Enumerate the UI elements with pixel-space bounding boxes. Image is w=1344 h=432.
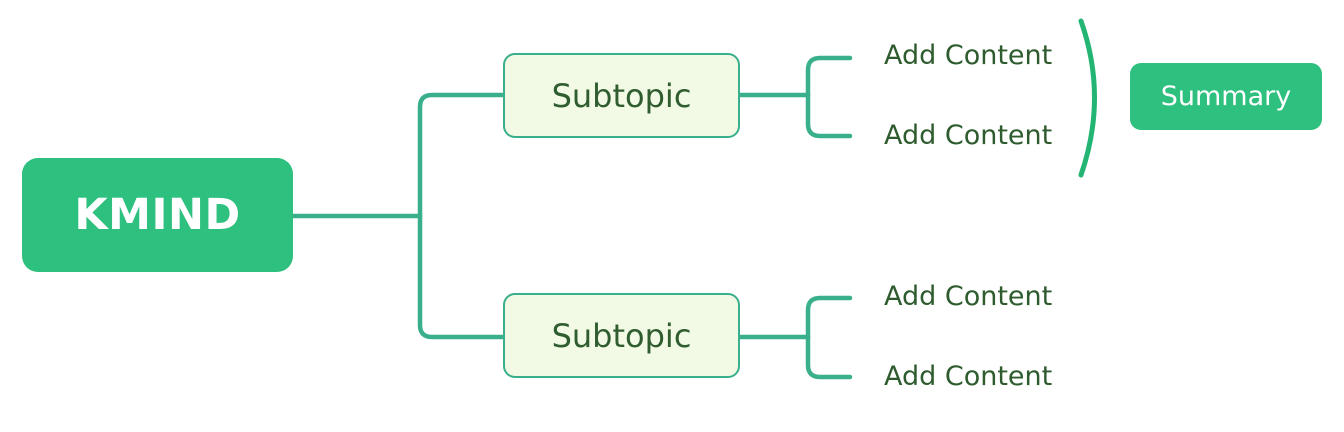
root-node-label: KMIND bbox=[74, 190, 241, 240]
connector-subtopic1-leaf1 bbox=[805, 55, 853, 98]
summary-node[interactable]: Summary bbox=[1130, 63, 1322, 130]
connector-subtopic2-leaf2 bbox=[805, 334, 853, 380]
connector-subtopic2-leaf1 bbox=[805, 295, 853, 340]
root-node[interactable]: KMIND bbox=[22, 158, 293, 272]
subtopic-node-2[interactable]: Subtopic bbox=[503, 293, 740, 378]
subtopic-node-2-label: Subtopic bbox=[551, 316, 692, 355]
subtopic-node-1-label: Subtopic bbox=[551, 76, 692, 115]
add-content-node-4[interactable]: Add Content bbox=[884, 361, 1053, 392]
add-content-node-1[interactable]: Add Content bbox=[884, 40, 1053, 71]
add-content-node-3[interactable]: Add Content bbox=[884, 281, 1053, 312]
add-content-node-2[interactable]: Add Content bbox=[884, 120, 1053, 151]
connector-trunk-top bbox=[417, 92, 506, 219]
connector-subtopic1-leaf2 bbox=[805, 92, 853, 139]
connector-trunk-bottom bbox=[417, 213, 506, 340]
summary-node-label: Summary bbox=[1160, 81, 1292, 112]
subtopic-node-1[interactable]: Subtopic bbox=[503, 53, 740, 138]
summary-brace bbox=[1078, 18, 1097, 178]
